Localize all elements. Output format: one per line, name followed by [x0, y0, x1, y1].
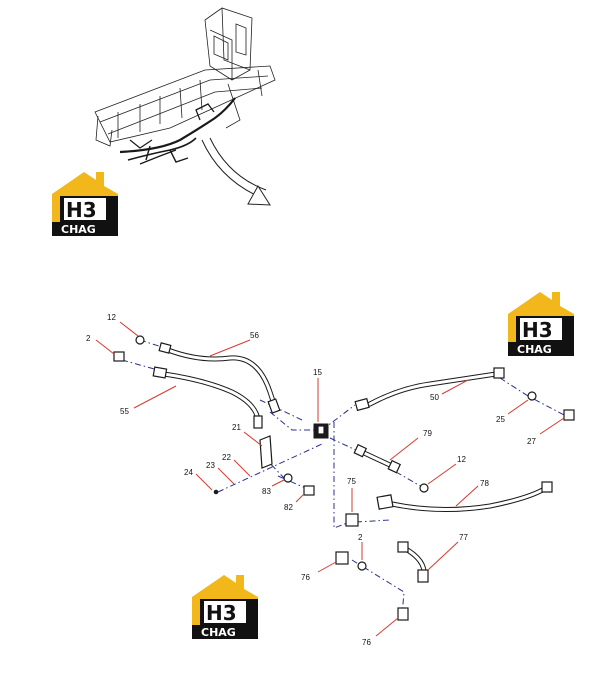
- elbow-76-bottom: [397, 607, 409, 621]
- callout-83: 83: [262, 487, 271, 496]
- callout-15: 15: [313, 368, 322, 377]
- callout-25: 25: [496, 415, 505, 424]
- callout-labels: 12 2 56 55 15 50 25 27 21 22 23 24 79 12…: [86, 313, 536, 647]
- callout-12-mid: 12: [457, 455, 466, 464]
- callout-27: 27: [527, 437, 536, 446]
- callout-23: 23: [206, 461, 215, 470]
- hose-77: [397, 541, 429, 583]
- fitting-12-mid: [419, 483, 429, 493]
- callout-82: 82: [284, 503, 293, 512]
- callout-50: 50: [430, 393, 439, 402]
- callout-76-bottom: 76: [362, 638, 371, 647]
- callout-77: 77: [459, 533, 468, 542]
- callout-24: 24: [184, 468, 193, 477]
- hose-55: [152, 366, 263, 429]
- bracket-21: [259, 435, 273, 469]
- detail-arrow: [201, 137, 271, 206]
- fitting-2-left: [113, 351, 125, 362]
- hose-78: [376, 481, 553, 513]
- callout-55: 55: [120, 407, 129, 416]
- nut-83: [283, 473, 293, 483]
- callout-12: 12: [107, 313, 116, 322]
- elbow-76-top: [335, 551, 349, 565]
- fitting-2-bottom: [357, 561, 367, 571]
- logo-mark: H3: [206, 601, 237, 625]
- logo-word: CHAG: [201, 626, 236, 639]
- fittings: [113, 335, 575, 621]
- callout-56: 56: [250, 331, 259, 340]
- brand-logo-1: H3 CHAG: [52, 172, 118, 236]
- hose-56: [158, 342, 281, 414]
- assembly-centerlines: [121, 339, 567, 617]
- bolt-24: [213, 489, 219, 495]
- fitting-12-top: [135, 335, 145, 345]
- leader-lines: [95, 321, 565, 637]
- callout-78: 78: [480, 479, 489, 488]
- logo-mark: H3: [522, 318, 553, 342]
- logo-word: CHAG: [517, 343, 552, 356]
- callout-75: 75: [347, 477, 356, 486]
- logo-mark: H3: [66, 198, 97, 222]
- callout-22: 22: [222, 453, 231, 462]
- hose-79: [353, 443, 402, 474]
- fitting-25: [527, 391, 537, 401]
- washer-82: [303, 485, 315, 496]
- callout-79: 79: [423, 429, 432, 438]
- callout-76: 76: [301, 573, 310, 582]
- cap-27: [563, 409, 575, 421]
- frame-overview-illustration: [94, 7, 276, 165]
- brand-logo-2: H3 CHAG: [508, 292, 574, 356]
- callout-2-bottom: 2: [358, 533, 363, 542]
- brand-logo-3: H3 CHAG: [192, 575, 258, 639]
- hose-50: [354, 367, 505, 412]
- logo-word: CHAG: [61, 223, 96, 236]
- callout-2: 2: [86, 334, 91, 343]
- callout-21: 21: [232, 423, 241, 432]
- elbow-75: [345, 513, 359, 527]
